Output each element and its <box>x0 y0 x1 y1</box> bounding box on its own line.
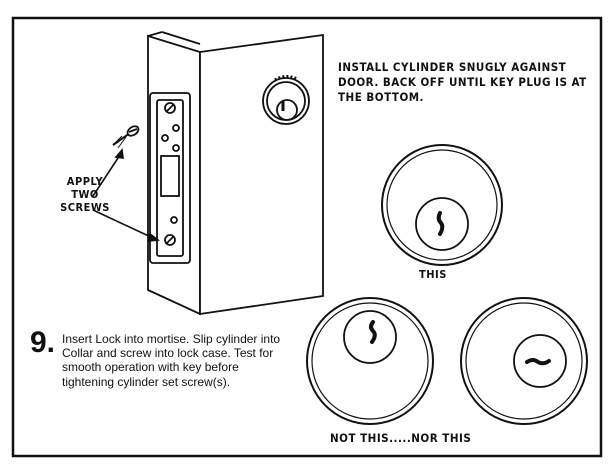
latch-opening <box>160 155 180 197</box>
step-number: 9. <box>30 326 56 359</box>
cylinder-wrong-top <box>306 297 434 425</box>
apply-screws-label: APPLY TWO SCREWS <box>50 175 120 214</box>
top-screw <box>164 102 176 114</box>
door-side-face <box>199 33 324 316</box>
apply-line2: TWO <box>71 188 99 201</box>
loose-screw-icon <box>112 125 140 149</box>
faceplate <box>149 92 191 264</box>
step-text: Insert Lock into mortise. Slip cylinder … <box>62 332 281 389</box>
cylinder-correct <box>381 144 503 266</box>
install-instruction: INSTALL CYLINDER SNUGLY AGAINST DOOR. BA… <box>338 60 587 104</box>
not-this-label: NOT THIS.....NOR THIS <box>330 431 472 445</box>
cylinder-on-door <box>262 77 310 125</box>
this-label: THIS <box>419 268 447 281</box>
cylinder-wrong-side <box>460 297 588 425</box>
apply-arrows <box>92 148 161 242</box>
door-edge-illustration <box>112 31 324 316</box>
bottom-screw <box>164 234 176 246</box>
outer-frame <box>11 16 603 458</box>
apply-line1: APPLY <box>66 175 104 188</box>
apply-line3: SCREWS <box>60 201 110 214</box>
